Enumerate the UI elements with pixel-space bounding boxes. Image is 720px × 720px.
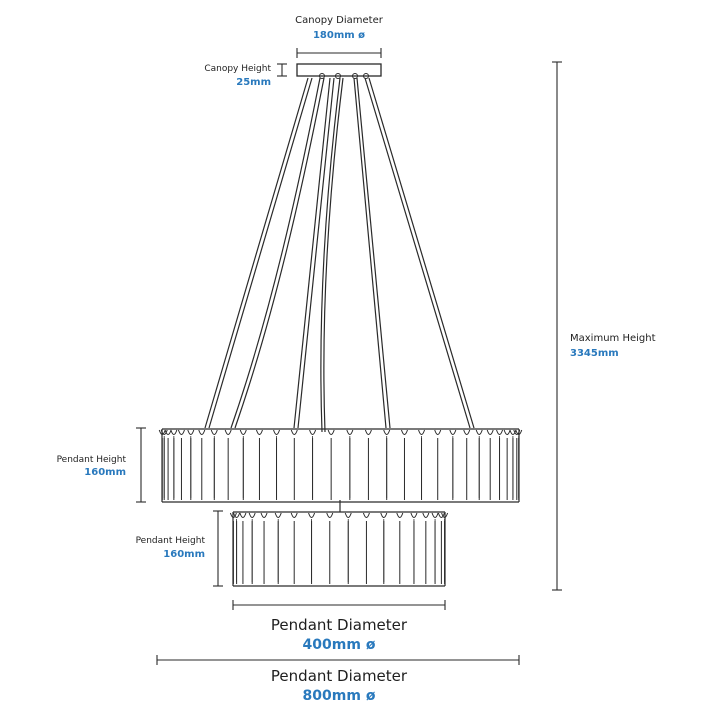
canopy-diameter-value: 180mm ø (312, 30, 366, 41)
lower-pendant-height-value: 160mm (163, 549, 205, 560)
upper-pendant-diameter-value: 800mm ø (302, 688, 376, 704)
lower-ring-hook (344, 512, 352, 518)
lower-ring-hook (274, 512, 282, 518)
upper-ring-hook (177, 429, 185, 435)
upper-ring-hook (364, 429, 372, 435)
lower-ring-hook (441, 512, 449, 518)
lower-ring-hook (260, 512, 268, 518)
upper-ring-hook (475, 429, 483, 435)
upper-ring-hook (509, 429, 517, 435)
lower-ring-hook (326, 512, 334, 518)
dimension-lines (136, 48, 562, 665)
upper-ring-hook (158, 429, 166, 435)
lower-pendant-ring (229, 511, 449, 587)
canopy-height-label: Canopy Height (204, 64, 271, 74)
lower-ring-hook (290, 512, 298, 518)
lower-ring-hook (362, 512, 370, 518)
upper-ring-hook (346, 429, 354, 435)
upper-ring-hook (290, 429, 298, 435)
lower-pendant-height-label: Pendant Height (135, 536, 205, 546)
maximum-height-dimension (552, 61, 562, 591)
upper-ring-hook (187, 429, 195, 435)
lower-ring-hook (229, 512, 237, 518)
upper-ring-hook (515, 429, 523, 435)
upper-pendant-diameter-dimension (156, 655, 520, 665)
lower-ring-hook (437, 512, 445, 518)
upper-ring-hook (224, 429, 232, 435)
lower-pendant-diameter-value: 400mm ø (302, 637, 376, 653)
lower-pendant-diameter-label: Pendant Diameter (270, 616, 408, 634)
upper-ring-hook (418, 429, 426, 435)
maximum-height-value: 3345mm (570, 348, 619, 359)
suspension-wires (204, 77, 475, 512)
canopy (296, 63, 382, 79)
upper-ring-hook (513, 429, 521, 435)
upper-ring-hook (309, 429, 317, 435)
upper-ring-hook (255, 429, 263, 435)
lower-ring-hook (239, 512, 247, 518)
lower-ring-hook (308, 512, 316, 518)
canopy-diameter-label: Canopy Diameter (295, 15, 383, 26)
upper-pendant-height-dimension (136, 427, 146, 503)
canopy-diameter-dimension (296, 48, 382, 58)
upper-ring-hook (400, 429, 408, 435)
lower-ring-hook (410, 512, 418, 518)
lower-ring-hook (431, 512, 439, 518)
lower-ring-hook (396, 512, 404, 518)
canopy-height-value: 25mm (236, 77, 271, 88)
upper-ring-hook (210, 429, 218, 435)
lower-ring-hook (233, 512, 241, 518)
upper-ring-hook (170, 429, 178, 435)
upper-ring-hook (198, 429, 206, 435)
upper-ring-hook (239, 429, 247, 435)
upper-pendant-height-value: 160mm (84, 467, 126, 478)
upper-ring-hook (383, 429, 391, 435)
upper-ring-hook (273, 429, 281, 435)
lower-pendant-diameter-dimension (232, 600, 446, 610)
upper-pendant-ring (158, 428, 523, 503)
upper-ring-hook (160, 429, 168, 435)
lower-pendant-height-dimension (213, 510, 223, 587)
canopy-height-dimension (277, 63, 287, 77)
upper-ring-hook (449, 429, 457, 435)
upper-pendant-height-label: Pendant Height (56, 455, 126, 465)
upper-pendant-diameter-label: Pendant Diameter (270, 667, 408, 685)
upper-ring-hook (496, 429, 504, 435)
upper-ring-hook (486, 429, 494, 435)
lower-ring-hook (248, 512, 256, 518)
upper-ring-hook (164, 429, 172, 435)
lower-ring-hook (422, 512, 430, 518)
maximum-height-label: Maximum Height (570, 333, 656, 344)
upper-ring-hook (463, 429, 471, 435)
upper-ring-hook (434, 429, 442, 435)
upper-ring-hook (327, 429, 335, 435)
lower-ring-hook (380, 512, 388, 518)
upper-ring-hook (503, 429, 511, 435)
